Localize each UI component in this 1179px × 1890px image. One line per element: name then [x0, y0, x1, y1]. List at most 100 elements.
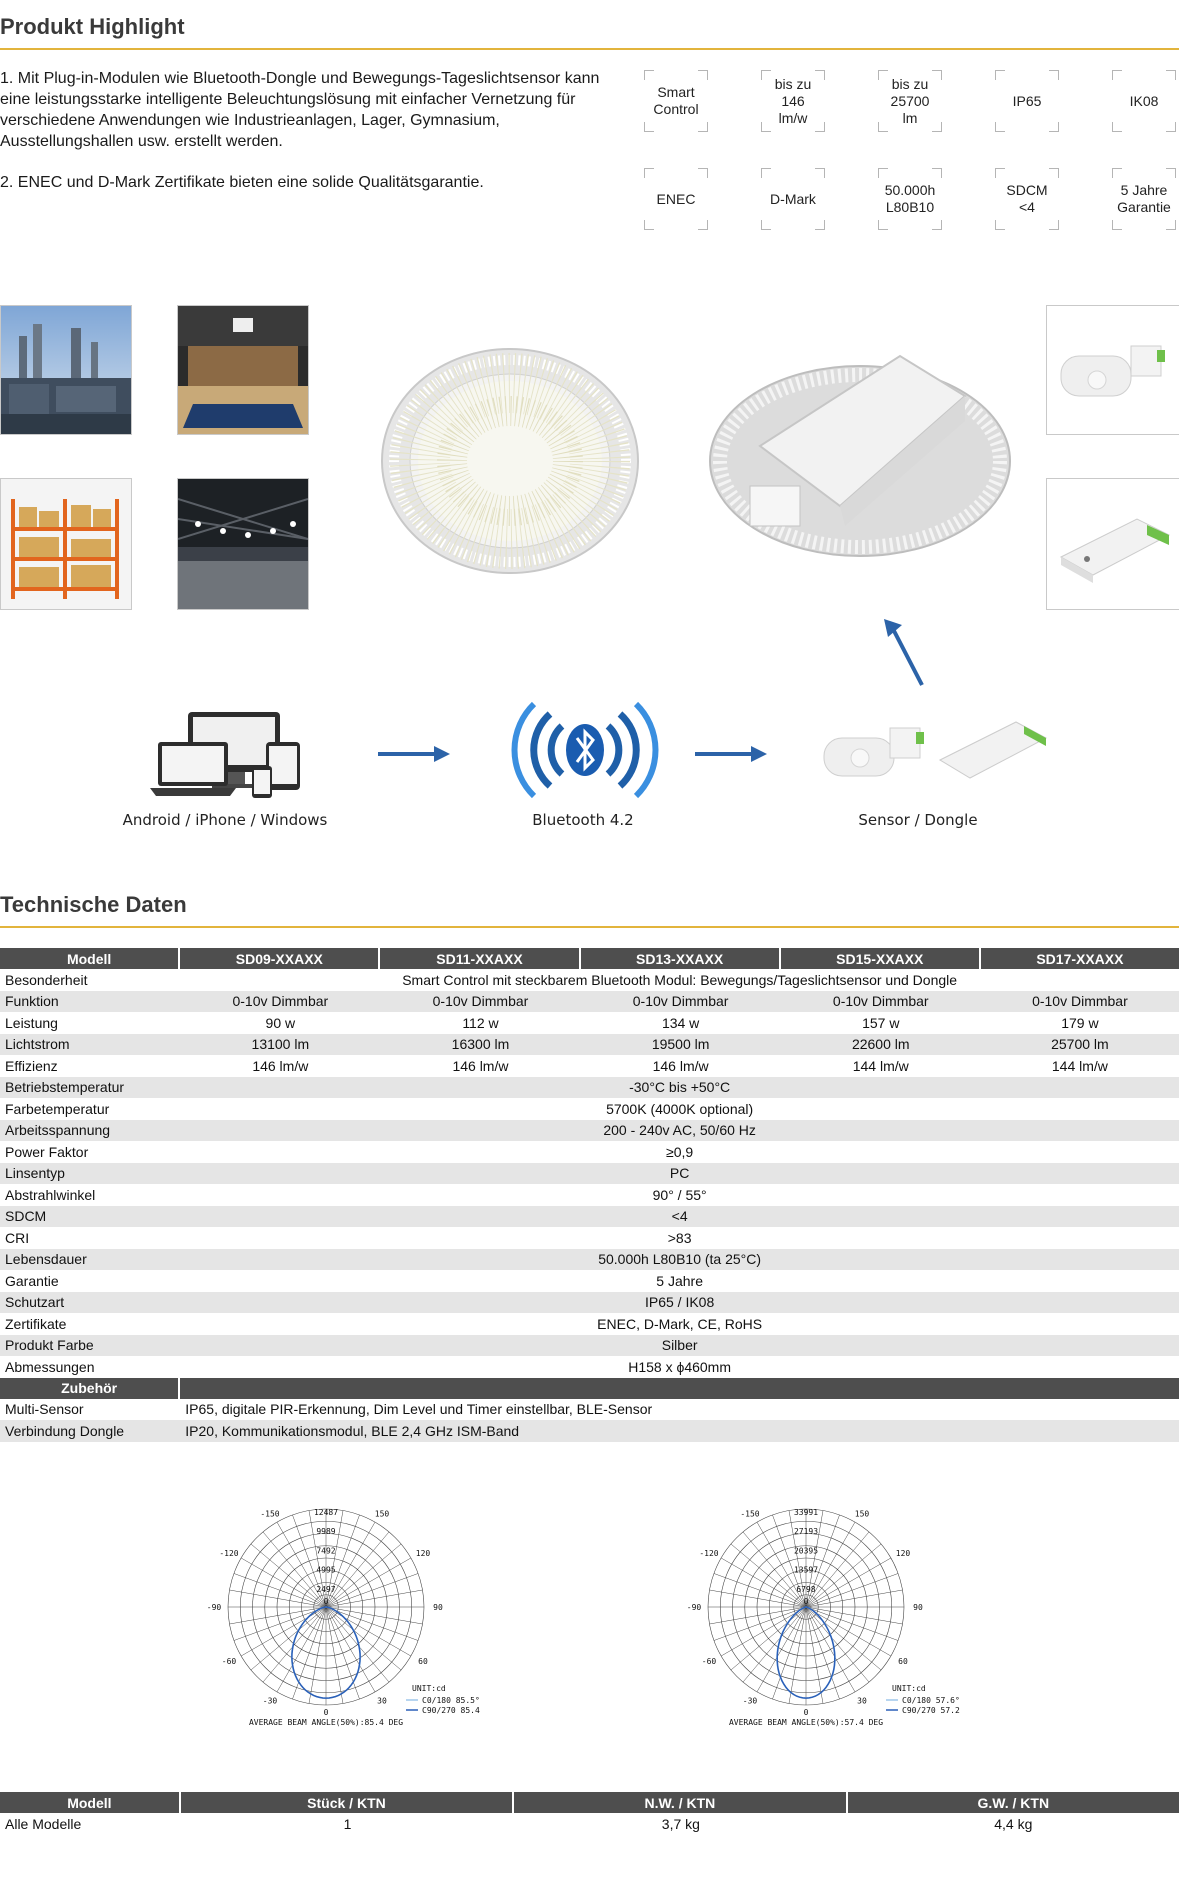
- polar-grid-spoke: [772, 1606, 807, 1700]
- cell: SDCM: [0, 1205, 181, 1227]
- polar-grid-spoke: [308, 1510, 327, 1608]
- polar-grid-spoke: [262, 1606, 327, 1683]
- polar-grid-spoke: [805, 1606, 870, 1683]
- cell: Garantie: [5, 1272, 59, 1289]
- polar-grid-spoke: [325, 1606, 402, 1671]
- polar-grid-spoke: [308, 1606, 327, 1704]
- cell: Zertifikate: [5, 1315, 67, 1332]
- cell: Power Faktor: [5, 1143, 89, 1160]
- polar-angle-label: 0: [324, 1597, 329, 1606]
- cell: 134 w: [661, 1014, 700, 1031]
- cell: 4,4 kg: [994, 1815, 1033, 1832]
- polar-grid-spoke: [325, 1606, 344, 1704]
- polar-grid-spoke: [805, 1557, 891, 1608]
- polar-radial-label: 12487: [314, 1508, 338, 1517]
- polar-angle-label: 30: [857, 1697, 867, 1706]
- col-header: SD13-XXAXX: [580, 948, 781, 969]
- cell: -30°C bis +50°C: [180, 1076, 1179, 1098]
- cell: Smart Control mit steckbarem Bluetooth M…: [402, 971, 958, 988]
- polar-grid-spoke: [742, 1531, 807, 1608]
- cell: 16300 lm: [380, 1033, 581, 1055]
- polar-grid-spoke: [325, 1557, 411, 1608]
- polar-unit-label: UNIT:cd: [892, 1684, 926, 1693]
- polar-grid-spoke: [805, 1606, 891, 1657]
- polar-angle-label: 120: [896, 1549, 911, 1558]
- cell: 22600 lm: [780, 1033, 981, 1055]
- bluetooth-caption: Bluetooth 4.2: [532, 811, 634, 829]
- photo-exhibition-hall: [177, 478, 309, 610]
- polar-grid-spoke: [788, 1510, 807, 1608]
- polar-grid-spoke: [325, 1531, 390, 1608]
- polar-radial-label: 20395: [794, 1546, 818, 1555]
- col-header: Stück / KTN: [180, 1792, 515, 1813]
- cell: 146 lm/w: [252, 1057, 309, 1074]
- lamp-front-image: [360, 336, 660, 586]
- polar-grid-spoke: [241, 1557, 327, 1608]
- cell: PC: [180, 1162, 1179, 1184]
- polar-grid-spoke: [276, 1522, 327, 1608]
- badge-smart-control: Smart Control: [644, 70, 708, 132]
- devices-caption: Android / iPhone / Windows: [122, 811, 328, 829]
- cell: 25700 lm: [980, 1033, 1179, 1055]
- polar-grid-spoke: [325, 1606, 376, 1692]
- polar-grid-spoke: [805, 1606, 903, 1625]
- cell: Verbindung Dongle: [0, 1420, 181, 1442]
- highlight-paragraph-1: 1. Mit Plug-in-Modulen wie Bluetooth-Don…: [0, 70, 600, 150]
- highlight-text: 1. Mit Plug-in-Modulen wie Bluetooth-Don…: [0, 68, 600, 213]
- badge-lifetime: 50.000h L80B10: [878, 168, 942, 230]
- polar-grid-spoke: [772, 1514, 807, 1608]
- polar-grid-spoke: [292, 1514, 327, 1608]
- cell: CRI: [5, 1229, 30, 1246]
- polar-grid-spoke: [229, 1606, 327, 1625]
- polar-grid-spoke: [250, 1606, 327, 1671]
- cell: 200 - 240v AC, 50/60 Hz: [180, 1119, 1179, 1141]
- table-row: Power Faktor ≥0,9: [0, 1141, 1179, 1163]
- arrow-up-icon: [884, 619, 924, 686]
- polar-grid-spoke: [805, 1514, 840, 1608]
- cell: Produkt Farbe: [0, 1334, 181, 1356]
- cell: IP65 / IK08: [180, 1291, 1179, 1313]
- polar-grid-spoke: [325, 1606, 360, 1700]
- polar-grid-spoke: [325, 1522, 376, 1608]
- col-header: SD11-XXAXX: [380, 948, 581, 969]
- polar-angle-label: -30: [743, 1697, 758, 1706]
- polar-grid-spoke: [730, 1543, 807, 1608]
- col-header: SD17-XXAXX: [980, 948, 1179, 969]
- cell: Betriebstemperatur: [0, 1076, 181, 1098]
- polar-radial-label: 6798: [796, 1585, 815, 1594]
- polar-angle-label: 60: [418, 1657, 428, 1666]
- polar-radial-label: 4995: [316, 1566, 335, 1575]
- cell: Lichtstrom: [0, 1033, 181, 1055]
- cell: 144 lm/w: [1051, 1057, 1108, 1074]
- polar-grid-spoke: [233, 1573, 327, 1608]
- polar-series-curve: [291, 1606, 361, 1699]
- polar-angle-label: 30: [377, 1697, 387, 1706]
- cell: ≥0,9: [666, 1143, 694, 1160]
- polar-grid-spoke: [805, 1522, 856, 1608]
- cell: IP65, digitale PIR-Erkennung, Dim Level …: [185, 1401, 653, 1418]
- polar-angle-label: -90: [687, 1603, 702, 1612]
- polar-grid-spoke: [233, 1606, 327, 1641]
- cell: 0-10v Dimmbar: [980, 990, 1179, 1012]
- photo-sensor-module: [1046, 305, 1179, 435]
- polar-grid-spoke: [713, 1573, 807, 1608]
- polar-legend-label: C0/180 85.5°: [422, 1696, 480, 1705]
- col-header: Modell: [0, 948, 181, 969]
- col-header: Modell: [0, 1792, 181, 1813]
- cell: 146 lm/w: [452, 1057, 509, 1074]
- polar-angle-label: -90: [207, 1603, 222, 1612]
- polar-angle-label: 90: [913, 1603, 923, 1612]
- cell: Besonderheit: [5, 971, 88, 988]
- polar-angle-label: -120: [699, 1549, 718, 1558]
- table-row: Besonderheit Smart Control mit steckbarem…: [0, 969, 1179, 991]
- cell: IP20, Kommunikationsmodul, BLE 2,4 GHz I…: [180, 1420, 1179, 1442]
- sensor-caption: Sensor / Dongle: [858, 811, 978, 829]
- polar-legend-label: C90/270 57.2: [902, 1706, 960, 1715]
- cell: Arbeitsspannung: [0, 1119, 181, 1141]
